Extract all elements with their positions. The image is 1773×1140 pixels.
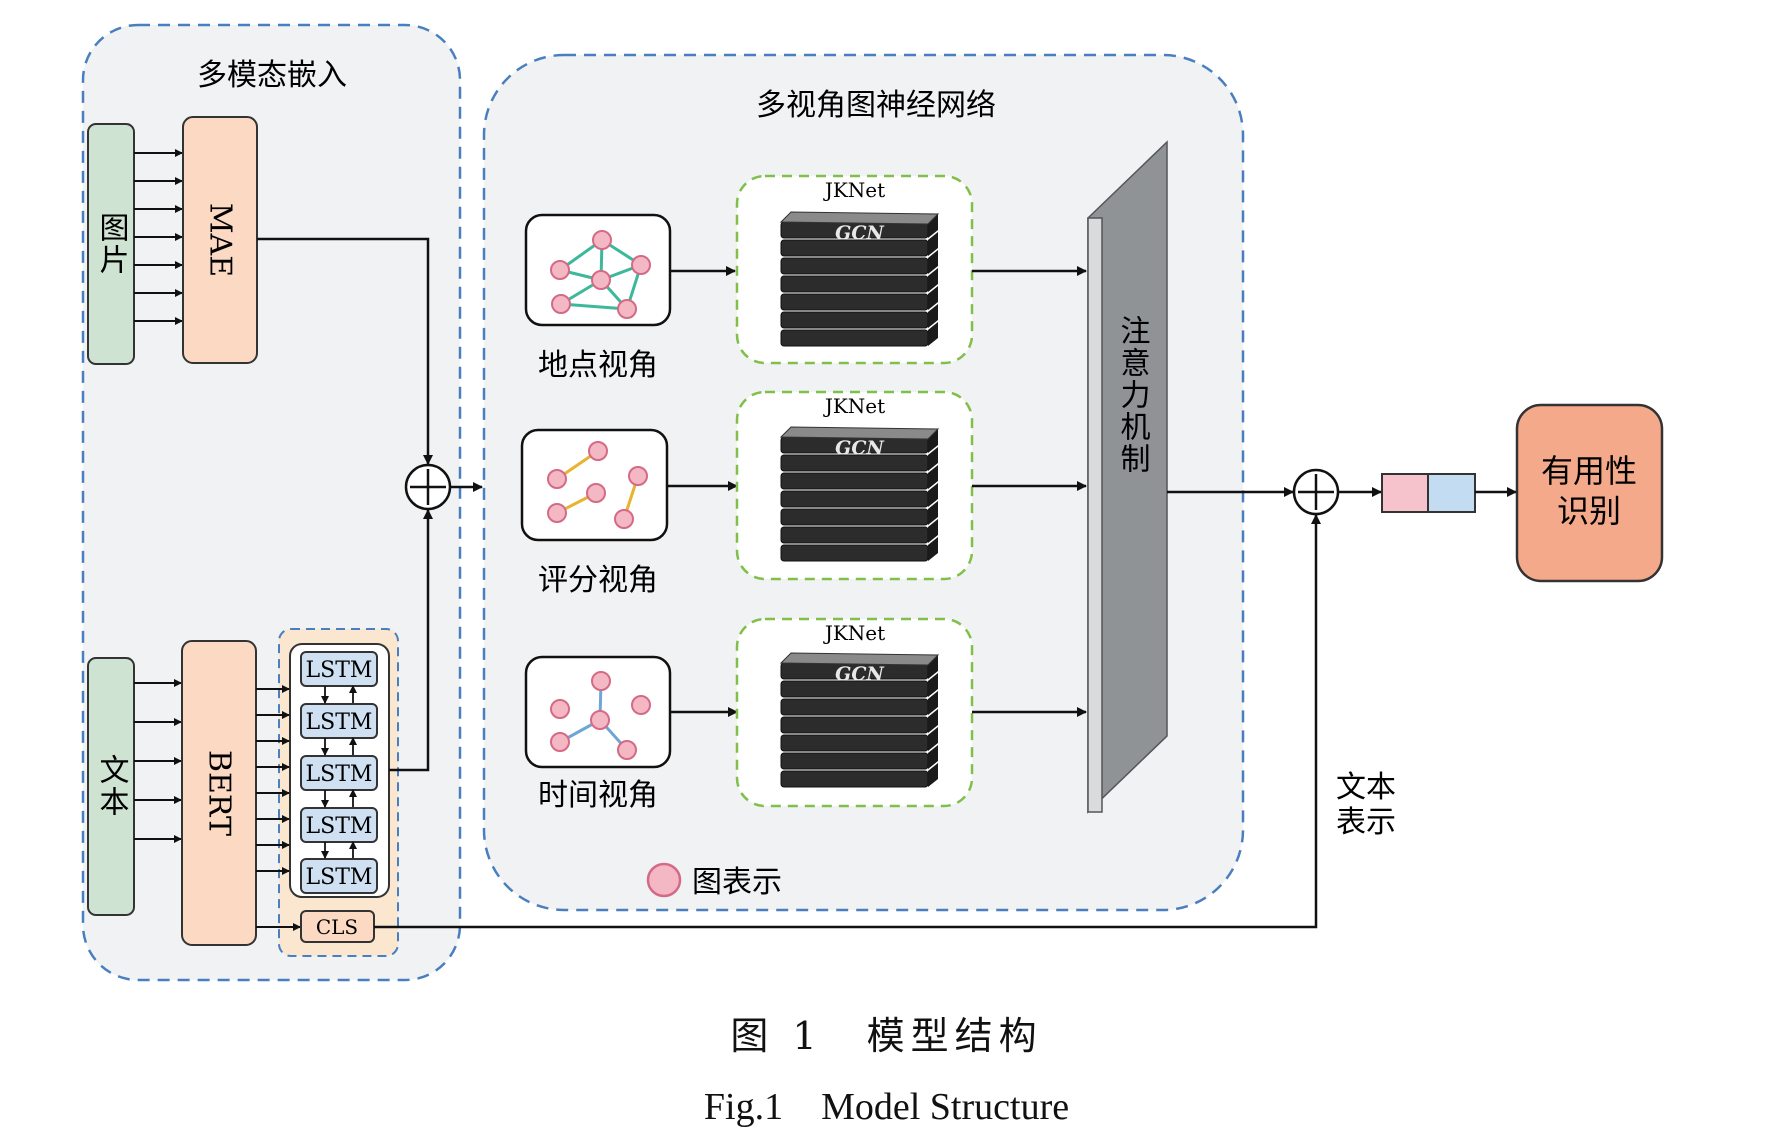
gcn-label: GCN [835, 663, 884, 685]
svg-text:JKNet: JKNet [823, 621, 885, 645]
lstm-cell: LSTM [300, 807, 378, 843]
svg-text:LSTM: LSTM [306, 762, 373, 787]
jknet-to-attention-arrows [972, 266, 1087, 717]
bert-encoder-label: BERT [202, 750, 237, 836]
svg-text:识别: 识别 [1557, 492, 1621, 530]
svg-text:JKNet: JKNet [823, 178, 885, 202]
svg-text:有用性: 有用性 [1541, 452, 1637, 490]
rating-view-label: 评分视角 [538, 563, 658, 598]
jknet-block-time: JKNet GCN [735, 617, 974, 808]
text-to-bert-arrows [134, 679, 182, 843]
multimodal-embedding-panel [81, 23, 462, 982]
text-representation-label: 文本 [1336, 770, 1396, 805]
time-view-label: 时间视角 [538, 778, 658, 813]
cls-token: CLS [300, 910, 375, 943]
svg-text:LSTM: LSTM [306, 710, 373, 735]
text-vector-segment [1427, 473, 1476, 513]
bert-to-lstm-arrows [256, 685, 301, 931]
location-view-graph [524, 213, 672, 327]
lstm-bidirectional-arrows [321, 685, 357, 859]
svg-text:图表示: 图表示 [692, 865, 782, 900]
text-input-label: 文本 [94, 754, 129, 818]
concat-operator-left [404, 463, 452, 511]
figure-caption-chinese: 图 1 模型结构 [730, 1014, 1043, 1058]
image-to-mae-arrows [134, 149, 183, 325]
model-structure-diagram: 多模态嵌入 图片 MAE 文本 BERT LSTM [81, 23, 1664, 982]
location-view-label: 地点视角 [538, 348, 658, 383]
multimodal-embedding-title: 多模态嵌入 [197, 58, 347, 93]
gcn-layer-stack: GCN [779, 211, 940, 347]
image-input-box [87, 123, 135, 365]
image-input-label: 图片 [94, 212, 129, 276]
gcn-layer-stack: GCN [779, 652, 940, 788]
jknet-block-rating: JKNet GCN [735, 390, 974, 581]
jknet-block-location: JKNet GCN [735, 174, 974, 365]
attention-mechanism-bar: 注意力机制 [1087, 140, 1168, 814]
mae-to-fusion-line [257, 237, 483, 772]
lstm-cell: LSTM [300, 755, 378, 791]
graph-vector-segment [1381, 473, 1429, 513]
rating-view-graph [520, 428, 669, 542]
lstm-cell: LSTM [300, 651, 378, 687]
concat-operator-right [1292, 468, 1340, 516]
gcn-label: GCN [835, 437, 884, 459]
svg-text:LSTM: LSTM [306, 865, 373, 890]
gcn-label: GCN [835, 222, 884, 244]
multi-view-gnn-title: 多视角图神经网络 [756, 88, 996, 123]
gcn-layer-stack: GCN [779, 426, 940, 562]
svg-text:JKNet: JKNet [823, 394, 885, 418]
figure-caption-english: Fig.1 Model Structure [703, 1086, 1070, 1128]
text-representation-label: 表示 [1336, 805, 1396, 840]
lstm-cell: LSTM [300, 703, 378, 739]
text-input-box [87, 657, 135, 916]
time-view-graph [524, 655, 672, 769]
lstm-cell: LSTM [300, 858, 378, 894]
cls-to-fusion-line [374, 514, 1321, 929]
view-to-jknet-arrows [667, 266, 738, 717]
usefulness-identification-box: 有用性 识别 [1515, 403, 1664, 583]
attention-mechanism-label: 注意力机制 [1115, 315, 1151, 475]
graph-representation-legend: 图表示 [646, 862, 782, 900]
mae-encoder-label: MAE [203, 203, 238, 277]
svg-text:CLS: CLS [316, 915, 358, 939]
svg-text:LSTM: LSTM [306, 658, 373, 683]
svg-text:LSTM: LSTM [306, 814, 373, 839]
